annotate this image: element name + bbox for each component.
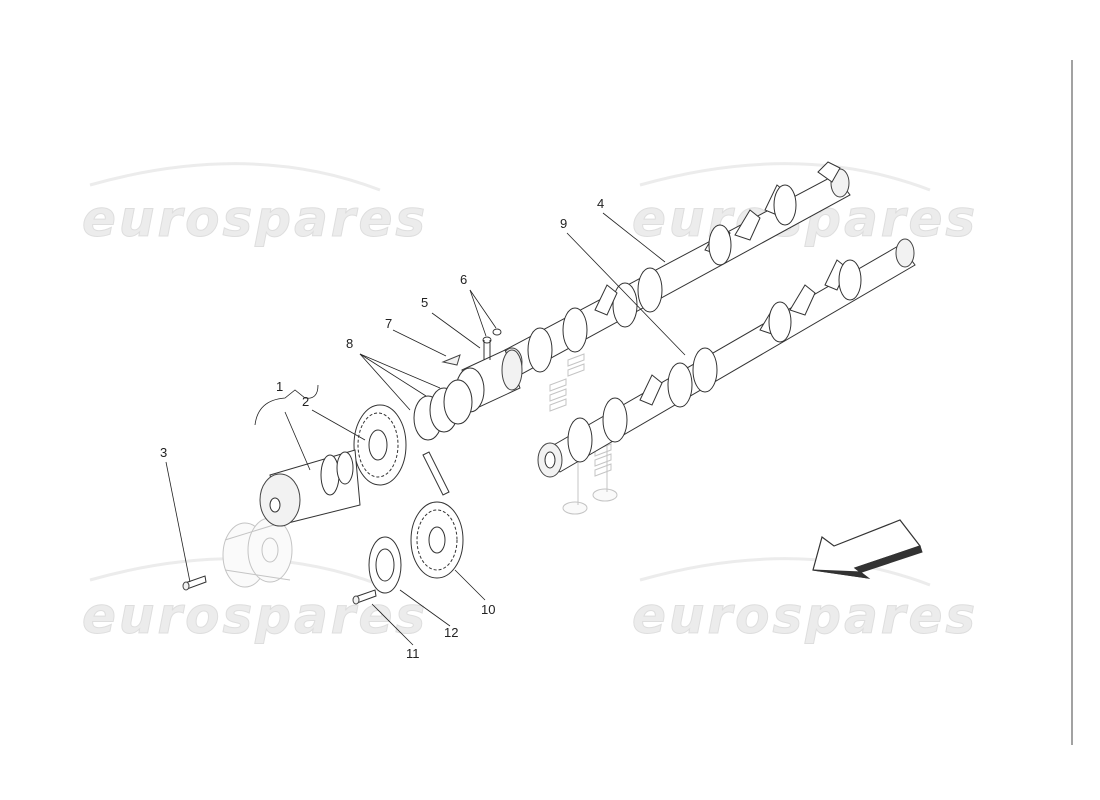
chain-segment	[422, 451, 450, 496]
watermark-swoosh	[639, 557, 931, 587]
direction-arrow-icon	[812, 519, 923, 579]
callout-6: 6	[460, 272, 467, 287]
callout-5: 5	[421, 295, 428, 310]
bolt-part-11	[352, 589, 377, 605]
watermark-bottom-right: eurospares	[632, 557, 978, 646]
plate-part-12	[368, 536, 402, 594]
callout-3: 3	[160, 445, 167, 460]
callout-11: 11	[406, 646, 420, 661]
watermark-top-left: eurospares	[82, 162, 428, 249]
gear-part-10	[410, 501, 464, 579]
bolt-part-3	[182, 575, 207, 591]
callout-labels: 1 2 3 4 5 6 7 8 9 10 12 11	[160, 196, 604, 661]
cam-phaser-part-1	[259, 449, 361, 527]
watermark-swoosh	[639, 162, 931, 192]
watermark-swoosh	[89, 162, 381, 192]
ghost-gear-cluster	[222, 517, 293, 588]
watermark-text: eurospares	[82, 190, 428, 248]
callout-10: 10	[481, 602, 495, 617]
leader-lines	[165, 212, 686, 646]
callout-4: 4	[597, 196, 604, 211]
bracket-part-1	[254, 384, 319, 426]
callout-9: 9	[560, 216, 567, 231]
rings-part-8	[413, 379, 473, 441]
ghost-valves	[549, 353, 618, 515]
callout-12: 12	[444, 625, 458, 640]
watermark-text: eurospares	[632, 587, 978, 645]
callout-7: 7	[385, 316, 392, 331]
callout-8: 8	[346, 336, 353, 351]
callout-1: 1	[276, 379, 283, 394]
gear-part-2	[353, 404, 407, 486]
key-part-7	[441, 354, 461, 366]
callout-2: 2	[302, 394, 309, 409]
pins-part-6	[482, 328, 502, 360]
camshaft-lower	[537, 238, 916, 478]
